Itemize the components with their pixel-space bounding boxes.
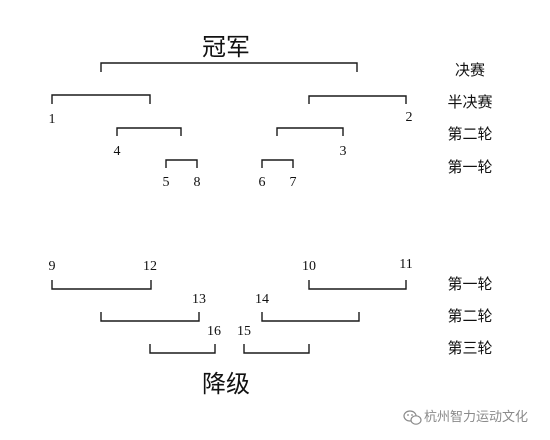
round-label: 决赛 — [455, 61, 485, 79]
seed-label: 5 — [163, 175, 170, 190]
seed-label: 1 — [49, 112, 56, 127]
watermark: 杭州智力运动文化 — [403, 410, 528, 425]
lower-round1-bracket-left — [51, 280, 152, 290]
seed-label: 16 — [207, 324, 221, 339]
semifinal-bracket-right — [308, 95, 407, 104]
round-label: 第三轮 — [447, 339, 492, 357]
upper-round1-bracket-left — [165, 159, 198, 168]
upper-round2-bracket-right — [276, 127, 344, 136]
round-label: 第二轮 — [447, 125, 492, 143]
round-label: 第二轮 — [447, 307, 492, 325]
wechat-icon — [403, 410, 422, 425]
seed-label: 14 — [255, 292, 269, 307]
seed-label: 4 — [114, 144, 121, 159]
champion-title: 冠军 — [202, 33, 250, 61]
seed-label: 15 — [237, 324, 251, 339]
seed-label: 10 — [302, 259, 316, 274]
seed-label: 3 — [340, 144, 347, 159]
round-label: 第一轮 — [447, 158, 492, 176]
lower-round3-bracket-left — [149, 344, 216, 354]
lower-round2-bracket-right — [261, 312, 360, 322]
seed-label: 11 — [399, 257, 412, 272]
relegation-title: 降级 — [202, 370, 250, 398]
lower-round3-bracket-right — [243, 344, 310, 354]
round-label: 半决赛 — [447, 93, 492, 111]
seed-label: 7 — [290, 175, 297, 190]
upper-round2-bracket-left — [116, 127, 182, 136]
seed-label: 6 — [259, 175, 266, 190]
seed-label: 13 — [192, 292, 206, 307]
seed-label: 9 — [49, 259, 56, 274]
round-label: 第一轮 — [447, 275, 492, 293]
final-bracket — [100, 62, 358, 72]
seed-label: 2 — [406, 110, 413, 125]
semifinal-bracket-left — [51, 94, 151, 104]
lower-round2-bracket-left — [100, 312, 200, 322]
seed-label: 8 — [194, 175, 201, 190]
seed-label: 12 — [143, 259, 157, 274]
lower-round1-bracket-right — [308, 280, 407, 290]
upper-round1-bracket-right — [261, 159, 294, 168]
watermark-text: 杭州智力运动文化 — [424, 410, 528, 425]
